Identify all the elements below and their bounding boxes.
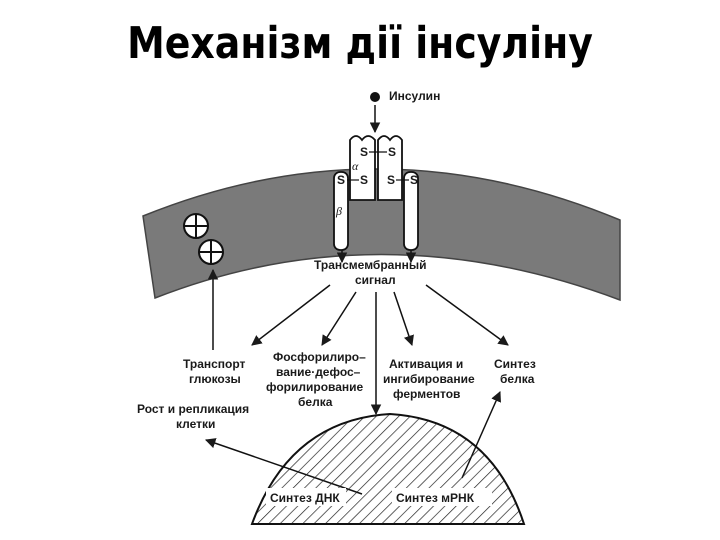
transmembrane-label: Трансмембранный xyxy=(314,258,426,272)
beta-subunit-label: β xyxy=(335,204,342,218)
sulfur-label: S xyxy=(388,145,396,159)
cell-membrane xyxy=(142,168,621,302)
sulfur-label: S xyxy=(360,173,368,187)
mrna-label-bg xyxy=(392,488,492,506)
sulfur-label: S xyxy=(337,173,345,187)
phosphorylation-label: Фосфорилиро– xyxy=(273,350,366,364)
phosphorylation-label: вание·дефос– xyxy=(276,365,361,379)
dna-label-bg xyxy=(266,488,346,506)
sulfur-label: S xyxy=(360,145,368,159)
transmembrane-label: сигнал xyxy=(355,273,396,287)
mrna-synthesis-label: Синтез мРНК xyxy=(396,491,475,505)
insulin-receptor xyxy=(333,135,419,251)
glucose-transporter-icon xyxy=(183,213,224,265)
dna-synthesis-label: Синтез ДНК xyxy=(270,491,340,505)
insulin-icon xyxy=(370,92,380,102)
page-title: Механізм дії інсуліну xyxy=(127,18,593,69)
sulfur-label: S xyxy=(387,173,395,187)
sulfur-label: S xyxy=(410,173,418,187)
phosphorylation-label: белка xyxy=(298,395,333,409)
growth-label: Рост и репликация xyxy=(137,402,249,416)
phosphorylation-label: форилирование xyxy=(266,380,364,394)
enzyme-activation-label: Активация и xyxy=(389,357,463,371)
protein-synthesis-label: Синтез xyxy=(494,357,536,371)
enzyme-activation-label: ферментов xyxy=(393,387,460,401)
insulin-label: Инсулин xyxy=(389,89,440,103)
protein-synthesis-label: белка xyxy=(500,372,535,386)
enzyme-activation-label: ингибирование xyxy=(383,372,475,386)
glucose-transport-label: глюкозы xyxy=(189,372,241,386)
alpha-subunit-label: α xyxy=(352,159,359,173)
glucose-transport-label: Транспорт xyxy=(183,357,246,371)
growth-label: клетки xyxy=(176,417,215,431)
